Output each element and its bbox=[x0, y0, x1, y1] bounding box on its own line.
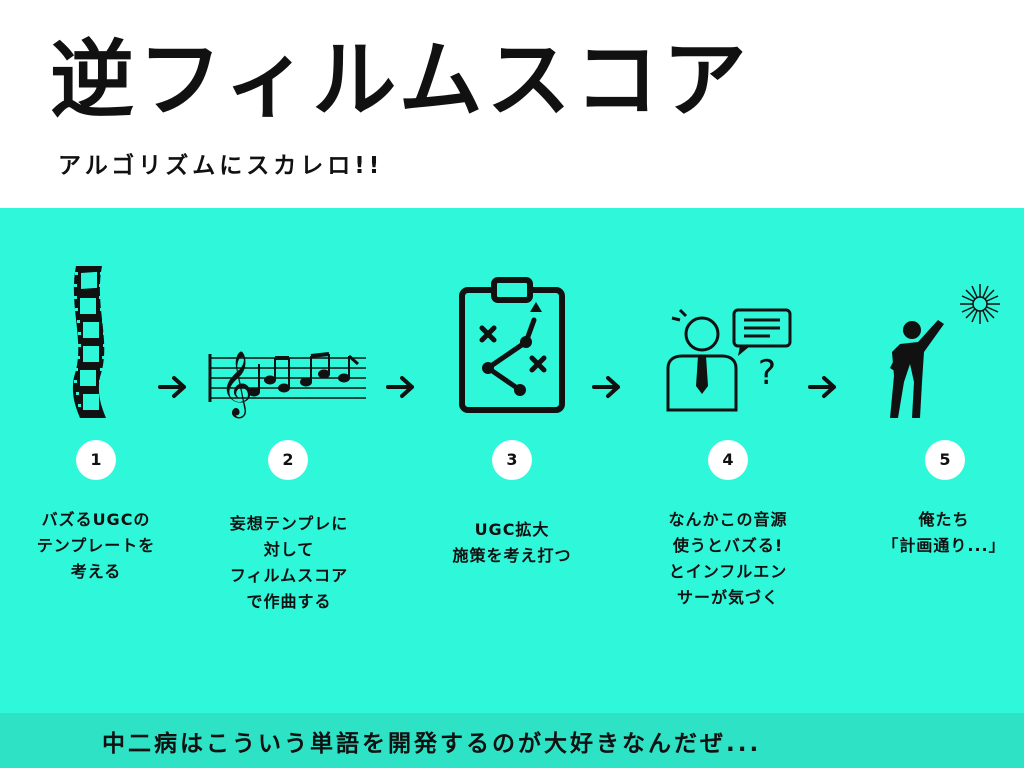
arrow-right-icon bbox=[592, 375, 622, 399]
step-number-badge: 4 bbox=[708, 440, 748, 480]
step-description-line: 施策を考え打つ bbox=[452, 546, 572, 565]
person-pointing-star-icon bbox=[888, 272, 1008, 422]
step-description-line: なんかこの音源 bbox=[668, 510, 788, 529]
arrow-right-icon bbox=[808, 375, 838, 399]
page-title: 逆フィルムスコア bbox=[50, 31, 751, 129]
arrow-right-icon bbox=[386, 375, 416, 399]
step-description-line: で作曲する bbox=[246, 592, 332, 611]
page-subtitle: アルゴリズムにスカレロ!! bbox=[58, 153, 384, 179]
step-number-badge: 1 bbox=[76, 440, 116, 480]
step-description-line: 妄想テンプレに bbox=[229, 514, 349, 533]
step-description-line: 俺たち bbox=[918, 510, 970, 529]
step-description-line: フィルムスコア bbox=[229, 566, 349, 585]
svg-text:𝄞: 𝄞 bbox=[220, 351, 253, 418]
step-description-line: 使うとバズる! bbox=[672, 536, 784, 555]
step-description-line: 「計画通り...」 bbox=[882, 536, 1006, 555]
step-number-badge: 3 bbox=[492, 440, 532, 480]
step-3-description: UGC拡大 施策を考え打つ bbox=[417, 517, 607, 569]
step-number-badge: 2 bbox=[268, 440, 308, 480]
step-2-description: 妄想テンプレに 対して フィルムスコア で作曲する bbox=[194, 511, 384, 615]
step-description-line: UGC拡大 bbox=[474, 520, 550, 539]
step-description-line: テンプレートを bbox=[36, 536, 156, 555]
step-4-description: なんかこの音源 使うとバズる! とインフルエン サーが気づく bbox=[633, 507, 823, 611]
step-1-description: バズるUGCの テンプレートを 考える bbox=[1, 507, 191, 585]
strategy-clipboard-icon bbox=[458, 276, 568, 416]
step-description-line: 考える bbox=[70, 562, 122, 581]
music-notes-icon: 𝄞 bbox=[208, 344, 368, 418]
arrow-right-icon bbox=[158, 375, 188, 399]
person-speech-question-icon: ? bbox=[664, 306, 794, 416]
step-description-line: バズるUGCの bbox=[41, 510, 151, 529]
film-strip-icon bbox=[66, 262, 122, 422]
footer-caption: 中二病はこういう単語を開発するのが大好きなんだぜ... bbox=[102, 731, 762, 757]
step-description-line: とインフルエン bbox=[668, 562, 788, 581]
svg-text:?: ? bbox=[758, 353, 776, 393]
step-number-badge: 5 bbox=[925, 440, 965, 480]
step-5-description: 俺たち 「計画通り...」 bbox=[849, 507, 1024, 559]
step-description-line: サーが気づく bbox=[676, 588, 779, 607]
footer-bar bbox=[0, 713, 1024, 768]
header: 逆フィルムスコア アルゴリズムにスカレロ!! bbox=[0, 0, 1024, 208]
step-description-line: 対して bbox=[263, 540, 315, 559]
